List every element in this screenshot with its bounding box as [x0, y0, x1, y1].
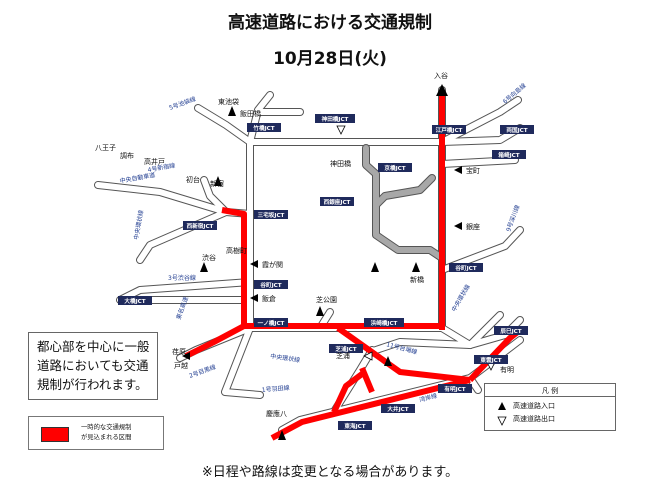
jct-nishishinjuku: 西新宿JCT [187, 222, 214, 230]
jct-ohashi: 大橋JCT [124, 297, 145, 305]
place-labels: 入谷 東池袋 飯田橋 八王子 調布 高井戸 初台 新宿 神田橋 宝町 銀座 霞が… [95, 71, 514, 418]
shinbashi-marker [412, 262, 420, 272]
label-iikura: 飯倉 [262, 294, 276, 303]
closure-route-2 [184, 323, 246, 359]
label-takagicho: 高樹町 [226, 246, 247, 255]
jct-ryogoku: 両国JCT [506, 126, 527, 134]
ginza-marker [454, 222, 462, 230]
shibakoen-marker [316, 306, 324, 316]
iriya-marker [436, 84, 448, 96]
keio-marker [278, 430, 286, 440]
label-shinbashi: 新橋 [410, 275, 424, 284]
jct-higashiyashio: 東雲JCT [480, 356, 501, 364]
map-legend: 凡 例 高速道路入口 高速道路出口 [484, 383, 616, 431]
jct-ichinohashi: 一ノ橋JCT [258, 319, 285, 327]
togoshi-marker [182, 352, 190, 360]
jct-hamazakibashi: 浜崎橋JCT [371, 319, 398, 327]
jct-oi: 大井JCT [387, 405, 408, 413]
label-ariake: 有明 [500, 365, 514, 374]
restriction-legend-text: 一時的な交通規制 が見込まれる区間 [81, 424, 132, 441]
jct-higashikai: 東海JCT [344, 422, 365, 430]
route-r1h: 1号羽田線 [261, 384, 289, 394]
route-r10: 中央環状線 [450, 283, 472, 313]
date-subtitle: 10月28日(火) [273, 49, 387, 69]
route-kk: 中央環状線 [132, 209, 145, 240]
takaramachi-marker [454, 166, 462, 174]
kanda-exit-marker [336, 125, 346, 135]
label-kandabashi: 神田橋 [330, 159, 351, 168]
closure-daiba [359, 366, 375, 394]
footer-note: ※日程や路線は変更となる場合があります。 [201, 465, 459, 480]
tsuchibashi-marker [371, 262, 379, 272]
jct-tanimachi2: 谷町JCT [260, 281, 281, 289]
jct-hakozaki: 箱崎JCT [498, 151, 519, 159]
legend-entrance: 高速道路入口 [513, 402, 555, 410]
jct-kyobashi: 京橋JCT [384, 164, 405, 172]
label-chofu: 調布 [120, 151, 134, 160]
entrance-icon [498, 402, 506, 410]
kasumigaseki-marker [250, 260, 258, 268]
closure-route-1h [336, 325, 471, 383]
restriction-swatch [41, 427, 69, 442]
jct-tatsumi: 辰巳JCT [500, 327, 521, 335]
restriction-legend: 一時的な交通規制 が見込まれる区間 [28, 416, 164, 450]
label-ginza: 銀座 [466, 222, 480, 231]
shinjuku-marker [214, 176, 222, 186]
label-shinjuku: 新宿 [210, 179, 224, 188]
label-takaido: 高井戸 [144, 157, 165, 166]
label-higashiikebukuro: 東池袋 [218, 97, 239, 106]
exit-icon [497, 416, 507, 426]
legend-exit: 高速道路出口 [513, 415, 555, 423]
entrance-markers [182, 84, 462, 440]
shibaura-marker [384, 356, 392, 366]
jct-edobashi: 江戸橋JCT [436, 126, 463, 134]
label-shibuya: 渋谷 [202, 253, 216, 262]
route-ctr: 中央環状線 [270, 352, 301, 364]
jct-kanda: 神田橋JCT [322, 115, 349, 123]
route-r5: 5号池袋線 [168, 95, 197, 112]
label-iriya: 入谷 [434, 71, 448, 80]
shiodome-exit-marker [363, 351, 373, 361]
jct-shibaura: 芝浦JCT [335, 345, 356, 353]
closure-shiba [331, 371, 364, 414]
label-takaramachi: 宝町 [466, 166, 480, 175]
label-togoshi: 荏原 [172, 348, 186, 356]
gray-loop [362, 144, 446, 262]
page-title: 高速道路における交通規制 [228, 13, 432, 33]
route-r3: 3号渋谷線 [168, 274, 196, 282]
notice-box: 都心部を中心に一般道路においても交通規制が行われます。 [28, 332, 158, 400]
iikura-marker [250, 294, 258, 302]
legend-header: 凡 例 [541, 387, 559, 395]
jct-sanno: 三宅坂JCT [258, 211, 285, 219]
junction-boxes [118, 114, 534, 430]
label-shiodome: 芝浦 [336, 351, 350, 360]
closure-route-4 [221, 207, 442, 329]
route-r2: 2号目黒線 [188, 363, 217, 380]
label-shibakoen: 芝公園 [316, 295, 337, 304]
jct-takebashi: 竹橋JCT [252, 124, 274, 132]
label-iidabashi: 飯田橋 [240, 109, 261, 118]
junction-labels: 竹橋JCT 神田橋JCT 江戸橋JCT 両国JCT 箱崎JCT 京橋JCT 西銀… [124, 115, 527, 430]
label-hachioji: 八王子 [95, 144, 116, 152]
label-togoshi2: 戸越 [174, 361, 188, 370]
shibuya-marker [200, 262, 208, 272]
higashiikebukuro-marker [228, 106, 236, 116]
jct-ariake: 有明JCT [444, 385, 465, 393]
label-keio: 慶應八 [266, 409, 287, 418]
label-kasumigaseki: 霞が関 [262, 260, 283, 269]
jct-tanimachi: 谷町JCT [455, 264, 476, 272]
jct-nishigin: 西銀座JCT [324, 198, 351, 206]
label-hatsudai: 初台 [186, 175, 200, 184]
